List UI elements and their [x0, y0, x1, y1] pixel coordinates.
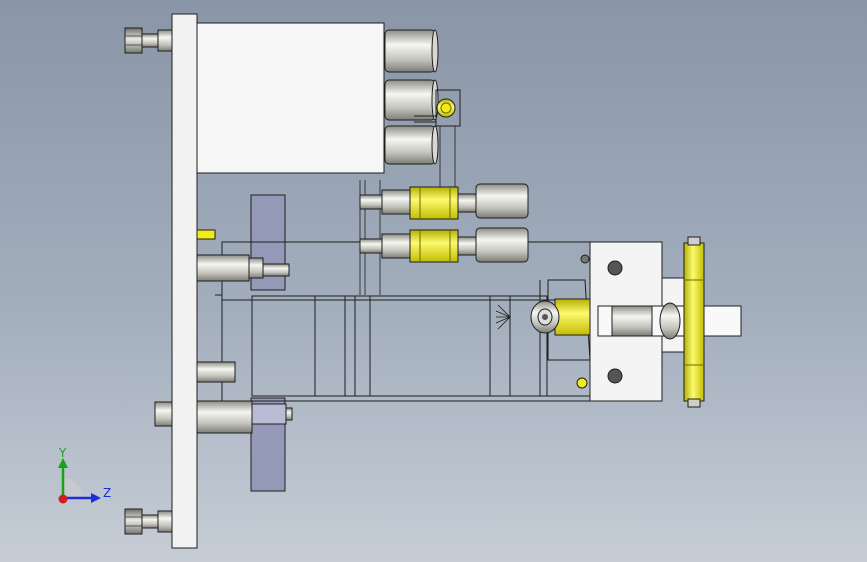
mounting-plate[interactable]: [171, 13, 198, 549]
bolt-bottom[interactable]: [124, 508, 173, 535]
yellow-dot: [576, 377, 588, 389]
roller-upper[interactable]: [359, 183, 529, 220]
hinge-roller[interactable]: [683, 236, 705, 408]
bolt-top[interactable]: [124, 27, 173, 54]
cylinder-upper[interactable]: [384, 29, 439, 73]
cylinder-lower[interactable]: [384, 125, 439, 165]
axis-label-y: Y: [58, 446, 67, 460]
pin-middle[interactable]: [196, 361, 236, 383]
output-shaft[interactable]: [597, 302, 742, 340]
pin-upper[interactable]: [196, 254, 290, 282]
yellow-tab-1: [196, 229, 216, 240]
hole-upper: [607, 260, 623, 276]
pin-lower[interactable]: [196, 400, 293, 434]
axis-triad: Y Z: [58, 446, 111, 504]
axis-label-z: Z: [103, 486, 111, 500]
bolt-lower-left[interactable]: [154, 401, 173, 427]
center-bushing[interactable]: [530, 279, 591, 361]
motor-block[interactable]: [196, 22, 385, 174]
cylinder-middle[interactable]: [384, 79, 439, 121]
roller-lower[interactable]: [359, 227, 529, 263]
hole-lower: [607, 368, 623, 384]
vent-grille: [495, 304, 511, 330]
